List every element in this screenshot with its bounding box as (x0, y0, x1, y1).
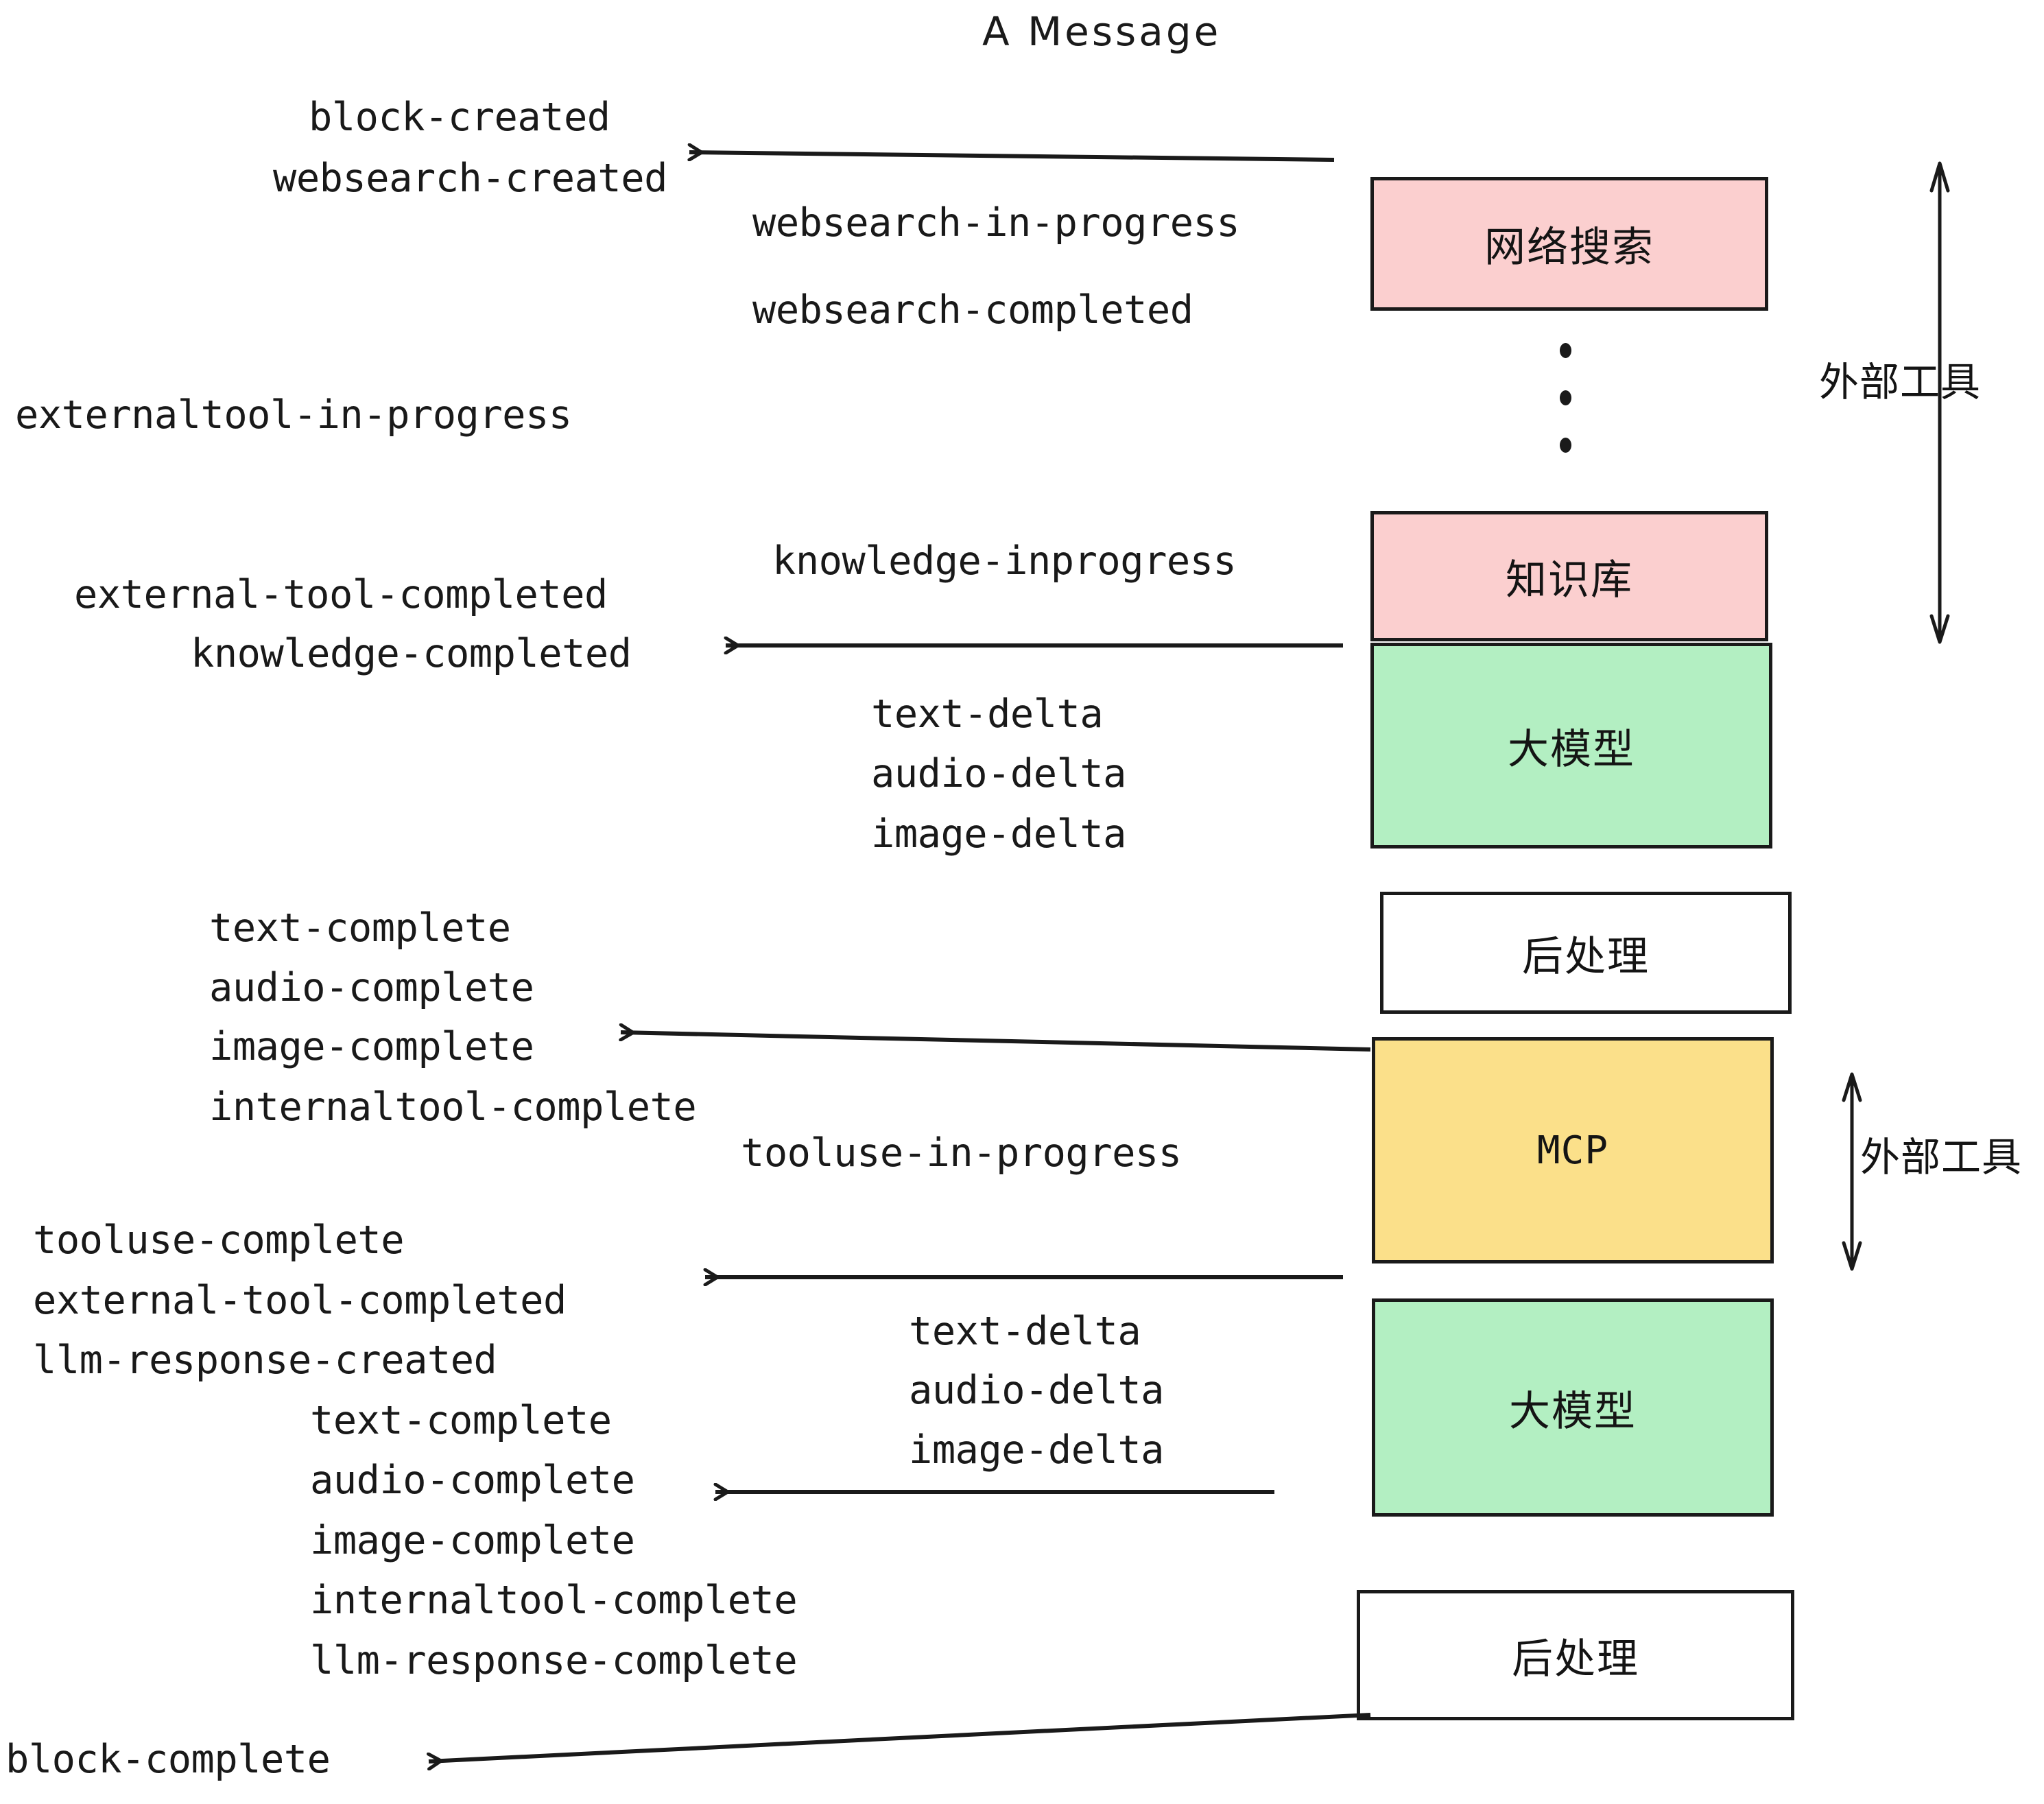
event-image-delta-1: image-delta (871, 811, 1127, 857)
arrow-postprocess-to-image-complete (621, 1032, 1371, 1052)
event-image-complete-1: image-complete (209, 1024, 534, 1069)
dot-1 (1559, 343, 1571, 358)
event-image-delta-2: image-delta (909, 1427, 1165, 1473)
event-audio-delta-1: audio-delta (871, 751, 1127, 796)
event-block-created: block-created (309, 95, 610, 140)
event-knowledge-completed: knowledge-completed (191, 631, 632, 676)
event-llm-response-complete: llm-response-complete (310, 1638, 798, 1683)
dot-3 (1559, 438, 1571, 453)
node-postprocess-2[interactable]: 后处理 (1357, 1590, 1794, 1720)
event-text-complete-1: text-complete (209, 905, 511, 951)
event-audio-complete-2: audio-complete (310, 1458, 635, 1503)
event-audio-delta-2: audio-delta (909, 1368, 1165, 1413)
page-title: A Message (982, 8, 1222, 55)
event-websearch-created: websearch-created (273, 156, 667, 201)
event-llm-response-created: llm-response-created (33, 1338, 497, 1383)
event-tooluse-in-progress: tooluse-in-progress (741, 1130, 1182, 1176)
node-llm-2[interactable]: 大模型 (1372, 1298, 1774, 1517)
event-text-delta-2: text-delta (909, 1309, 1141, 1354)
event-internaltool-complete-2: internaltool-complete (310, 1578, 798, 1623)
node-mcp[interactable]: MCP (1372, 1037, 1774, 1263)
event-image-complete-2: image-complete (310, 1518, 635, 1563)
arrow-postprocess-to-block-complete (429, 1713, 1371, 1761)
event-externaltool-in-progress: externaltool-in-progress (15, 392, 572, 438)
event-block-complete: block-complete (5, 1737, 331, 1782)
bracket-label-external-tool-bottom: 外部工具 (1860, 1134, 2023, 1180)
event-external-tool-completed-2: external-tool-completed (33, 1278, 567, 1323)
ellipsis-dots (1558, 343, 1572, 453)
bracket-arrow-external-tool-bottom (1842, 1072, 1862, 1271)
event-tooluse-complete: tooluse-complete (33, 1218, 405, 1263)
bracket-label-external-tool-top: 外部工具 (1819, 359, 1982, 405)
event-internaltool-complete-1: internaltool-complete (209, 1084, 697, 1130)
event-text-complete-2: text-complete (310, 1398, 612, 1443)
event-knowledge-inprogress: knowledge-inprogress (772, 538, 1237, 584)
event-audio-complete-1: audio-complete (209, 965, 534, 1010)
event-websearch-completed: websearch-completed (752, 287, 1193, 333)
node-websearch[interactable]: 网络搜索 (1370, 177, 1768, 311)
dot-2 (1559, 390, 1571, 405)
event-text-delta-1: text-delta (871, 691, 1104, 737)
node-postprocess-1[interactable]: 后处理 (1380, 892, 1792, 1014)
node-knowledge[interactable]: 知识库 (1370, 511, 1768, 641)
event-websearch-in-progress: websearch-in-progress (752, 200, 1240, 246)
arrow-websearch-to-block-created (689, 152, 1335, 162)
event-external-tool-completed-1: external-tool-completed (74, 572, 608, 617)
node-llm-1[interactable]: 大模型 (1370, 643, 1772, 848)
